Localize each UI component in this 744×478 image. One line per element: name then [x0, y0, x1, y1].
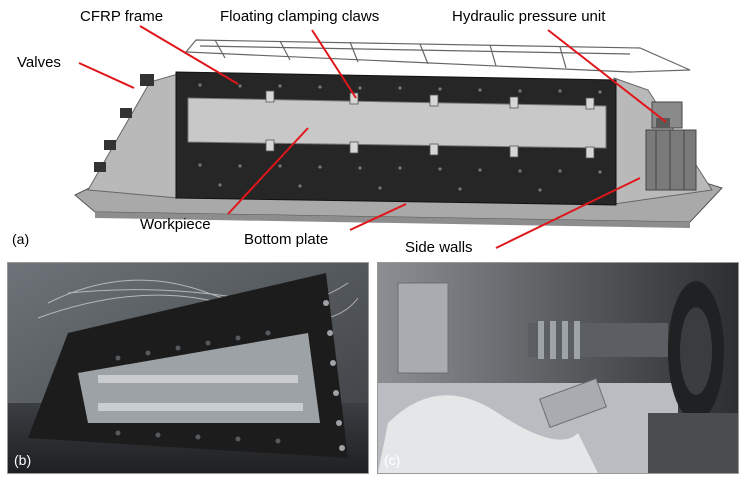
label-hydraulic-pressure-unit: Hydraulic pressure unit [452, 8, 606, 25]
workpiece-area [187, 97, 607, 149]
frame-holes [198, 83, 602, 192]
leader-cfrp-frame [139, 25, 239, 85]
leader-floating-claws [311, 29, 357, 99]
clamping-claws [265, 90, 595, 159]
photo-machining: (c) [377, 262, 739, 474]
photo-machining-illustration [378, 263, 738, 473]
label-cfrp-frame: CFRP frame [80, 8, 164, 25]
leader-hydraulic-unit [547, 29, 667, 123]
photo-fixture: (b) [7, 262, 369, 474]
label-bottom-plate: Bottom plate [244, 231, 329, 248]
hydraulic-unit [645, 101, 697, 191]
valves [94, 74, 154, 172]
side-wall-left [87, 73, 179, 199]
leader-lines [78, 25, 667, 249]
panel-label-c: (c) [384, 452, 401, 468]
label-valves: Valves [17, 54, 61, 71]
label-workpiece: Workpiece [140, 216, 211, 233]
panel-label-a: (a) [12, 231, 30, 247]
photo-fixture-illustration [8, 263, 368, 473]
fixture-cad-drawing [74, 25, 723, 249]
label-floating-clamping-claws: Floating clamping claws [220, 8, 380, 25]
leader-workpiece [227, 127, 309, 215]
panel-label-b: (b) [14, 452, 32, 468]
leader-side-walls [495, 177, 641, 249]
top-rails [184, 39, 691, 73]
leader-bottom-plate [349, 203, 407, 231]
label-side-walls: Side walls [405, 239, 473, 256]
leader-valves [78, 62, 135, 89]
